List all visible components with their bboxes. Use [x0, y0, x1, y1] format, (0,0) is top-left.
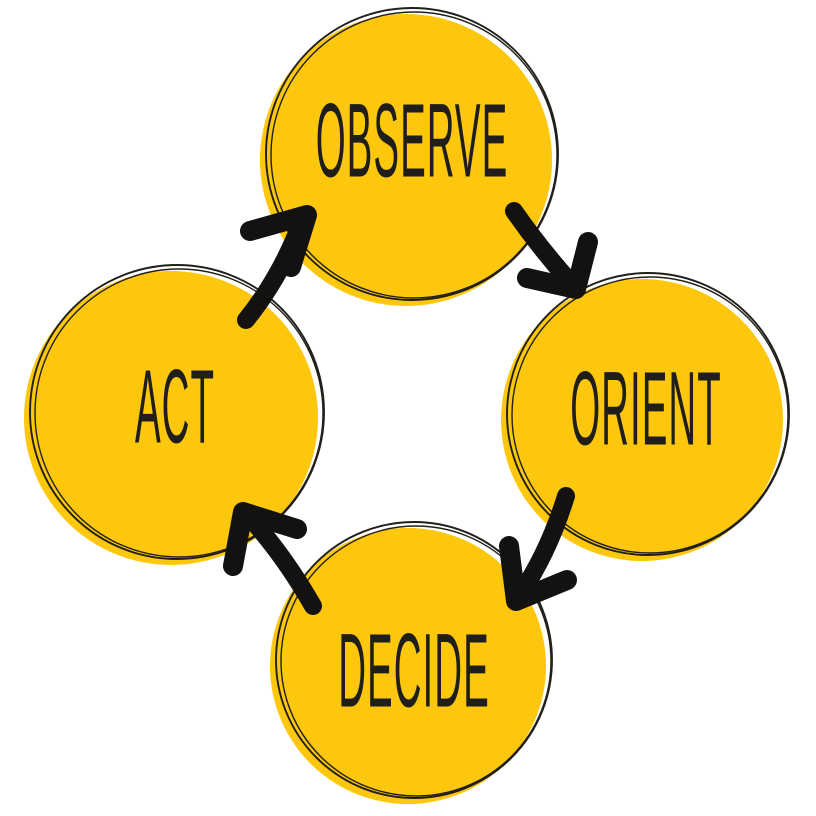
arrow-orient-to-decide-shaft	[512, 487, 575, 602]
arrow-act-to-observe	[237, 205, 317, 329]
arrow-act-to-observe-head	[240, 205, 317, 277]
node-observe-outline-inner	[270, 11, 558, 299]
node-observe: OBSERVE	[260, 7, 559, 306]
arrow-orient-to-decide	[499, 487, 577, 611]
node-decide: DECIDE	[270, 521, 553, 804]
node-decide-label: DECIDE	[338, 611, 490, 729]
node-orient-label: ORIENT	[570, 349, 722, 467]
arrow-decide-to-act-head	[223, 502, 307, 576]
arrow-observe-to-orient-shaft	[505, 202, 580, 292]
node-orient-outline-inner	[511, 276, 789, 554]
node-orient: ORIENT	[501, 272, 790, 561]
node-act-disc	[24, 271, 318, 565]
arrow-orient-to-decide-head	[499, 536, 577, 611]
node-act-outline-inner	[34, 268, 324, 558]
node-decide-outline-inner	[280, 525, 552, 797]
node-observe-label: OBSERVE	[316, 81, 509, 199]
node-decide-outline-outer	[275, 521, 553, 799]
node-observe-outline-outer	[265, 7, 559, 301]
node-decide-disc	[270, 528, 546, 804]
node-act: ACT	[24, 264, 325, 565]
node-observe-disc	[260, 14, 552, 306]
node-orient-outline-outer	[506, 272, 790, 556]
node-act-outline-outer	[29, 264, 325, 560]
arrow-decide-to-act	[223, 502, 322, 615]
arrow-observe-to-orient	[505, 202, 598, 299]
arrow-observe-to-orient-head	[517, 232, 598, 299]
node-act-label: ACT	[135, 347, 215, 465]
